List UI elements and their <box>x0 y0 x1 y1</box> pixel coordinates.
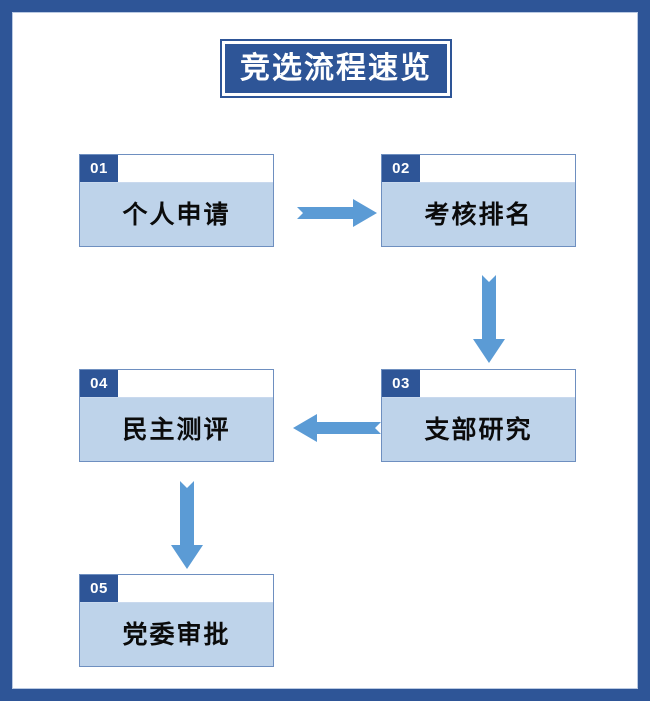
arrow-down-icon <box>473 275 505 363</box>
arrow-down-icon <box>171 481 203 569</box>
step-box-02[interactable]: 02 考核排名 <box>381 154 576 247</box>
step-box-03[interactable]: 03 支部研究 <box>381 369 576 462</box>
step-header-03: 03 <box>382 370 575 398</box>
step-number-badge-02: 02 <box>382 155 420 182</box>
arrow-left-icon <box>293 414 381 442</box>
step-header-02: 02 <box>382 155 575 183</box>
step-header-05: 05 <box>80 575 273 603</box>
step-number-badge-05: 05 <box>80 575 118 602</box>
title-frame: 竞选流程速览 <box>220 39 452 98</box>
step-box-01[interactable]: 01 个人申请 <box>79 154 274 247</box>
step-header-01: 01 <box>80 155 273 183</box>
step-number-badge-04: 04 <box>80 370 118 397</box>
step-number-badge-03: 03 <box>382 370 420 397</box>
step-box-04[interactable]: 04 民主测评 <box>79 369 274 462</box>
step-label-01: 个人申请 <box>122 202 231 229</box>
step-label-02: 考核排名 <box>424 202 533 229</box>
arrow-right-icon <box>297 199 377 227</box>
step-header-04: 04 <box>80 370 273 398</box>
step-number-badge-01: 01 <box>80 155 118 182</box>
step-label-04: 民主测评 <box>122 417 231 444</box>
step-label-05: 党委审批 <box>122 622 231 649</box>
page-title: 竞选流程速览 <box>225 44 447 93</box>
poster-inner-panel: 竞选流程速览 01 个人申请 02 考核排名 03 支部研究 04 <box>12 12 638 689</box>
step-label-03: 支部研究 <box>424 417 533 444</box>
step-box-05[interactable]: 05 党委审批 <box>79 574 274 667</box>
